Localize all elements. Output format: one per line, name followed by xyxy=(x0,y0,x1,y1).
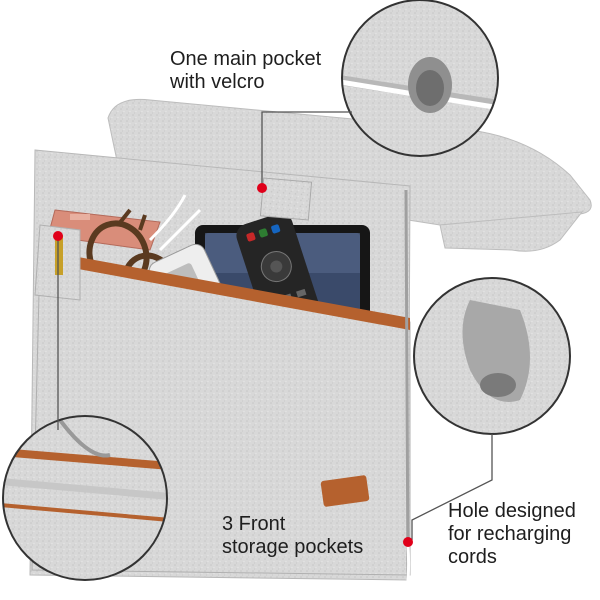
velcro-tab xyxy=(259,177,313,221)
callout-dot-main-pocket xyxy=(257,183,267,193)
callout-main-pocket-line2: with velcro xyxy=(170,71,265,93)
callout-hole-line3: cords xyxy=(448,546,497,568)
callout-main-pocket: One main pocket with velcro xyxy=(170,48,321,94)
zoom-circle-front-pockets xyxy=(2,415,168,581)
callout-front-pockets-line2: storage pockets xyxy=(222,536,364,558)
callout-hole-line1: Hole designed xyxy=(448,500,576,522)
brand-tag xyxy=(320,475,370,507)
callout-dot-hole xyxy=(403,537,413,547)
pen xyxy=(55,235,63,275)
callout-front-pockets: 3 Front storage pockets xyxy=(222,513,363,559)
callout-hole-line2: for recharging xyxy=(448,523,572,545)
callout-front-pockets-line1: 3 Front xyxy=(222,513,286,535)
zoom-circle-hole xyxy=(413,277,571,435)
callout-hole: Hole designed for recharging cords xyxy=(448,500,576,569)
earphone-cable xyxy=(148,194,202,252)
right-seam xyxy=(404,189,410,581)
charging-cord xyxy=(403,544,442,600)
callout-dot-front-pockets xyxy=(53,231,63,241)
callout-main-pocket-line1: One main pocket xyxy=(170,48,322,70)
side-flap xyxy=(439,211,584,252)
zoom-circle-main-pocket xyxy=(341,0,499,157)
callout-lines xyxy=(53,111,493,547)
front-pocket-trim xyxy=(40,250,410,330)
